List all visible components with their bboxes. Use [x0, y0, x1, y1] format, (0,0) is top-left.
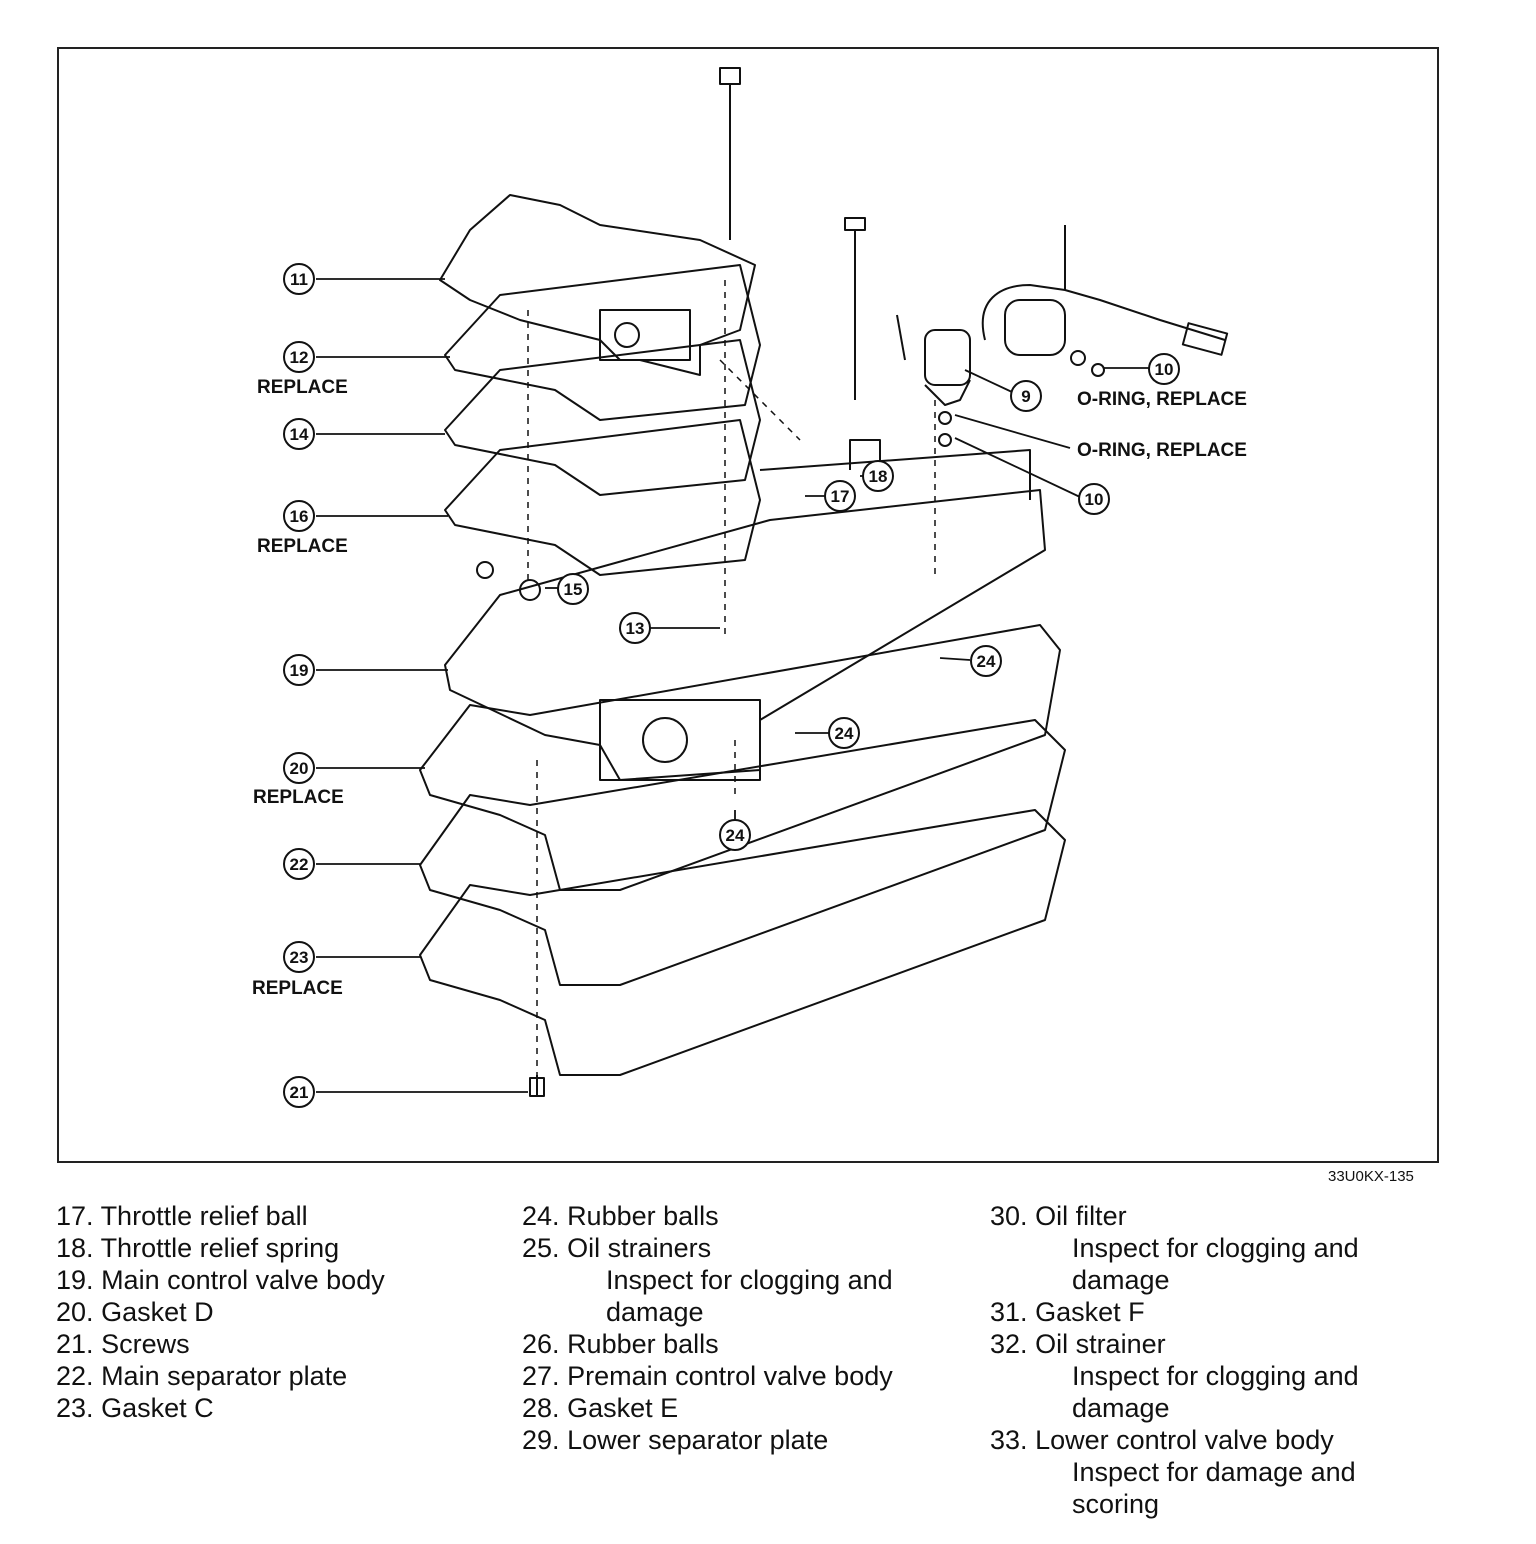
legend-column: 17. Throttle relief ball 18. Throttle re… — [56, 1200, 385, 1424]
legend-item: 22. Main separator plate — [56, 1361, 348, 1391]
legend-item: 23. Gasket C — [56, 1393, 214, 1423]
callout-number: 24 — [835, 724, 854, 743]
callout-note: REPLACE — [257, 536, 348, 557]
gasket-d-part — [419, 624, 1061, 891]
callout-note: O-RING, REPLACE — [1077, 389, 1247, 410]
legend-note: Inspect for clogging and — [1072, 1361, 1359, 1391]
exploded-view-diagram: 11 12 14 16 19 20 22 23 21 15 13 17 18 9… — [252, 67, 1247, 1108]
callout-number: 11 — [290, 270, 308, 289]
legend-note: damage — [1072, 1265, 1170, 1295]
callout-number: 12 — [290, 348, 309, 367]
callout-number: 10 — [1085, 490, 1104, 509]
legend-note: Inspect for damage and — [1072, 1457, 1356, 1487]
callout-number: 18 — [869, 467, 888, 486]
callout-number: 24 — [726, 826, 745, 845]
callout-note: REPLACE — [253, 787, 344, 808]
legend-item: 24. Rubber balls — [522, 1201, 719, 1231]
legend-note: scoring — [1072, 1489, 1160, 1519]
callout-number: 13 — [626, 619, 645, 638]
plate-14-part — [444, 339, 761, 496]
legend-column: 30. Oil filter Inspect for clogging and … — [990, 1200, 1359, 1520]
legend-item: 28. Gasket E — [522, 1393, 679, 1423]
legend-column: 24. Rubber balls 25. Oil strainers Inspe… — [522, 1200, 893, 1456]
solenoid-9-part — [924, 329, 971, 386]
callout-number: 9 — [1021, 387, 1030, 406]
legend-item: 26. Rubber balls — [522, 1329, 719, 1359]
legend-item: 21. Screws — [56, 1329, 190, 1359]
callout-number: 16 — [290, 507, 309, 526]
callout-number: 10 — [1155, 360, 1174, 379]
legend-item: 18. Throttle relief spring — [56, 1233, 340, 1263]
legend-item: 31. Gasket F — [990, 1297, 1145, 1327]
legend-item: 17. Throttle relief ball — [56, 1201, 308, 1231]
legend-item: 19. Main control valve body — [56, 1265, 385, 1295]
callout-number: 24 — [977, 652, 996, 671]
callout-number: 14 — [290, 425, 309, 444]
main-control-valve-body-part — [444, 489, 1046, 781]
legend-item: 25. Oil strainers — [522, 1233, 712, 1263]
figure-frame — [57, 47, 1439, 1163]
top-valve-body-11-part — [439, 194, 756, 376]
legend-item: 32. Oil strainer — [990, 1329, 1166, 1359]
callout-note: REPLACE — [252, 978, 343, 999]
gasket-16-part — [444, 419, 761, 576]
callout-number: 21 — [290, 1083, 309, 1102]
legend-note: damage — [1072, 1393, 1170, 1423]
legend-item: 29. Lower separator plate — [522, 1425, 829, 1455]
callout-number: 15 — [564, 580, 583, 599]
callout-note: O-RING, REPLACE — [1077, 440, 1247, 461]
gasket-12-part — [444, 264, 761, 421]
legend-item: 33. Lower control valve body — [990, 1425, 1334, 1455]
callout-number: 17 — [831, 487, 850, 506]
legend-note: Inspect for clogging and — [1072, 1233, 1359, 1263]
legend-note: Inspect for clogging and — [606, 1265, 893, 1295]
gasket-c-part — [419, 809, 1066, 1076]
legend-note: damage — [606, 1297, 704, 1327]
legend-item: 27. Premain control valve body — [522, 1361, 893, 1391]
callout-number: 19 — [290, 661, 309, 680]
callout-number: 22 — [290, 855, 309, 874]
callout-number: 20 — [290, 759, 309, 778]
callout-note: REPLACE — [257, 377, 348, 398]
callout-number: 23 — [290, 948, 309, 967]
main-separator-plate-part — [419, 719, 1066, 986]
legend-item: 20. Gasket D — [56, 1297, 214, 1327]
figure-id-label: 33U0KX-135 — [1328, 1168, 1414, 1185]
legend-item: 30. Oil filter — [990, 1201, 1127, 1231]
